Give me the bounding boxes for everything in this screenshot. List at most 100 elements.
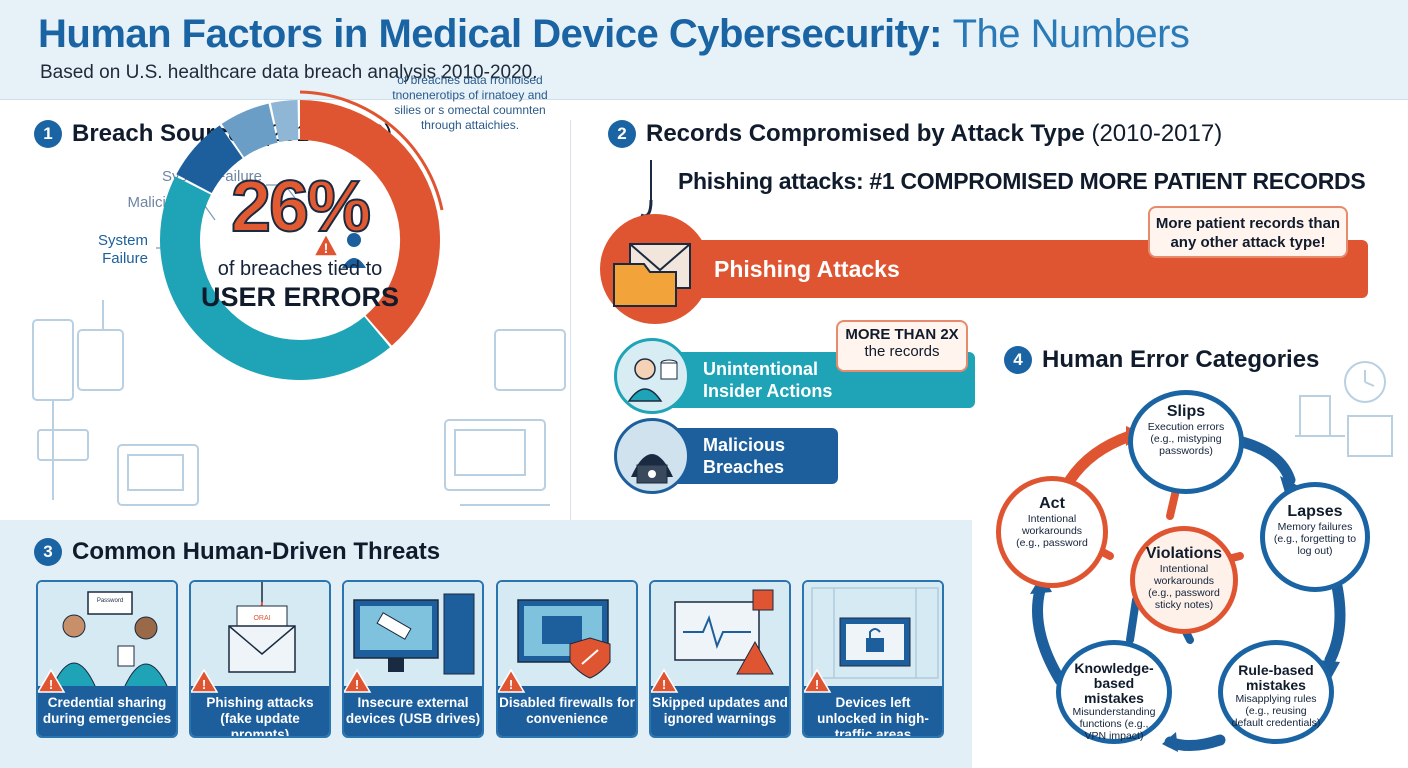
office-chair-illustration xyxy=(1295,361,1393,457)
node-violations-desc: Intentional workarounds (e.g., password … xyxy=(1148,563,1220,611)
header-banner: Human Factors in Medical Device Cybersec… xyxy=(0,0,1408,100)
node-act-title: Act xyxy=(1039,495,1065,512)
bar-unintentional-label: Unintentional Insider Actions xyxy=(703,359,833,401)
svg-text:!: ! xyxy=(49,677,53,692)
node-violations: Violations Intentional workarounds (e.g.… xyxy=(1130,526,1238,634)
phishing-headline: Phishing attacks: #1 COMPROMISED MORE PA… xyxy=(678,168,1366,194)
threat-card-usb: Insecure external devices (USB drives) ! xyxy=(342,580,484,738)
percentage-label: of breaches tied to xyxy=(217,258,383,280)
node-rule-based: Rule-based mistakes Misapplying rules (e… xyxy=(1218,640,1334,744)
section4-heading: 4 Human Error Categories xyxy=(1004,346,1319,374)
title-main: Human Factors in Medical Device Cybersec… xyxy=(38,12,943,56)
section1-number: 1 xyxy=(34,120,62,148)
monitor-illustration xyxy=(444,329,566,506)
annotation-note: of breaches data rronioised tnonenerotip… xyxy=(392,73,548,132)
medical-equipment-illustration xyxy=(32,300,199,506)
node-slips: Slips Execution errors (e.g., mistyping … xyxy=(1128,390,1244,494)
donut-segment-malicious xyxy=(221,103,279,158)
svg-text:!: ! xyxy=(355,677,359,692)
nurse-database-icon xyxy=(627,358,678,402)
threat-caption: Credential sharing during emergencies xyxy=(38,686,176,736)
sticky-note-text: Password xyxy=(97,598,123,604)
warning-icon: ! xyxy=(804,668,832,693)
donut-segment-system-failure xyxy=(176,125,244,194)
phishing-email-icon: ORAI xyxy=(228,582,296,673)
node-lapses: Lapses Memory failures (e.g., forgetting… xyxy=(1260,482,1370,592)
insider-circle xyxy=(614,338,690,414)
threat-card-phishing: ORAI Phishing attacks (fake update promp… xyxy=(189,580,331,738)
callout-insider-line2: the records xyxy=(864,343,940,360)
section3-title: Common Human-Driven Threats xyxy=(72,538,441,565)
node-knowledge-based: Knowledge-based mistakes Misunderstandin… xyxy=(1056,640,1172,744)
node-rule-desc: Misapplying rules (e.g., reusing default… xyxy=(1231,693,1321,729)
node-violations-title: Violations xyxy=(1145,545,1223,562)
section2-years: (2010-2017) xyxy=(1091,120,1223,147)
usb-drive-icon xyxy=(353,593,475,675)
section2-number: 2 xyxy=(608,120,636,148)
breach-sources-donut: 26% ! of breaches tied to USER ERRORS xyxy=(150,90,450,390)
page-title: Human Factors in Medical Device Cybersec… xyxy=(38,12,1190,57)
callout-insider: MORE THAN 2X the records xyxy=(836,320,968,372)
bar-malicious-label: Malicious Breaches xyxy=(703,435,786,477)
node-lapses-desc: Memory failures (e.g., forgetting to log… xyxy=(1273,521,1357,557)
node-slips-title: Slips xyxy=(1166,403,1206,420)
phishing-envelope-icon xyxy=(613,243,691,307)
node-act: Act Intentional workarounds (e.g., passw… xyxy=(996,476,1108,588)
threat-card-firewall: Disabled firewalls for convenience ! xyxy=(496,580,638,738)
svg-text:!: ! xyxy=(509,677,513,692)
donut-segment-malicious-teal xyxy=(160,176,390,380)
section3-heading: 3 Common Human-Driven Threats xyxy=(34,538,440,566)
bar-phishing-label: Phishing Attacks xyxy=(714,256,900,282)
monitor-warning-icon xyxy=(674,589,774,675)
percentage-label-emphasis: USER ERRORS xyxy=(200,282,400,312)
svg-text:!: ! xyxy=(662,677,666,692)
warning-icon: ! xyxy=(191,668,219,693)
svg-text:!: ! xyxy=(202,677,206,692)
section4-title: Human Error Categories xyxy=(1042,346,1320,373)
warning-icon: ! xyxy=(38,668,66,693)
callout-phishing: More patient records than any other atta… xyxy=(1148,206,1348,258)
title-light: The Numbers xyxy=(952,12,1190,56)
threat-caption: Devices left unlocked in high-traffic ar… xyxy=(804,686,942,736)
phishing-doc-text: ORAI xyxy=(253,615,270,622)
threat-caption: Disabled firewalls for convenience xyxy=(498,686,636,736)
threat-card-unlocked: Devices left unlocked in high-traffic ar… xyxy=(802,580,944,738)
malicious-circle xyxy=(614,418,690,494)
callout-insider-line1: MORE THAN 2X xyxy=(845,326,959,343)
page-subtitle: Based on U.S. healthcare data breach ana… xyxy=(40,62,538,83)
node-knowledge-title: Knowledge-based mistakes xyxy=(1074,660,1154,706)
threat-card-credential-sharing: Password Credential sharing during emerg… xyxy=(36,580,178,738)
big-percentage: 26% xyxy=(230,166,372,248)
svg-text:!: ! xyxy=(324,240,329,256)
donut-chart xyxy=(160,100,440,380)
warning-icon: ! xyxy=(344,668,372,693)
nurses-icon: Password xyxy=(51,591,169,689)
node-rule-title: Rule-based mistakes xyxy=(1238,662,1314,693)
threat-caption: Phishing attacks (fake update prompts) xyxy=(191,686,329,736)
bar-phishing-attacks: Phishing Attacks xyxy=(640,240,1368,298)
phishing-circle xyxy=(600,214,710,324)
user-warning-icon: ! xyxy=(312,232,366,268)
node-slips-desc: Execution errors (e.g., mistyping passwo… xyxy=(1147,421,1225,457)
segment-label-system-failure: System Failure xyxy=(97,232,148,267)
threat-card-updates: Skipped updates and ignored warnings ! xyxy=(649,580,791,738)
node-knowledge-desc: Misunderstanding functions (e.g., VPN im… xyxy=(1072,706,1156,742)
donut-segment-user-errors xyxy=(299,100,440,346)
section3-number: 3 xyxy=(34,538,62,566)
svg-text:!: ! xyxy=(815,677,819,692)
unlocked-laptop-icon xyxy=(811,587,939,679)
donut-outer-arc xyxy=(299,90,444,211)
section-divider xyxy=(570,120,571,520)
warning-icon: ! xyxy=(651,668,679,693)
hacker-icon xyxy=(631,454,673,484)
section4-number: 4 xyxy=(1004,346,1032,374)
donut-segment-system-failure-top xyxy=(270,100,299,143)
threat-caption: Insecure external devices (USB drives) xyxy=(344,686,482,736)
section2-title: Records Compromised by Attack Type xyxy=(646,120,1085,147)
firewall-icon xyxy=(517,599,611,679)
section2-heading: 2 Records Compromised by Attack Type (20… xyxy=(608,120,1222,148)
threat-caption: Skipped updates and ignored warnings xyxy=(651,686,789,736)
node-act-desc: Intentional workarounds (e.g., password xyxy=(1016,513,1088,549)
node-lapses-title: Lapses xyxy=(1287,503,1343,520)
warning-icon: ! xyxy=(498,668,526,693)
